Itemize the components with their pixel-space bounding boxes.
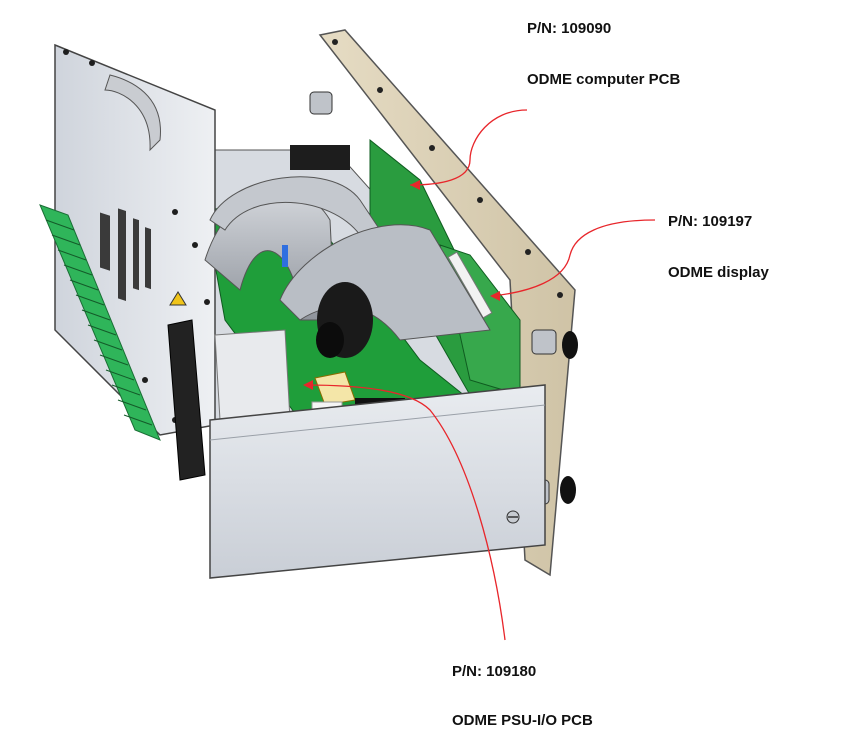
leader-line-computer [409, 109, 528, 186]
front-panel-fold [209, 404, 546, 441]
leader-line-psu [304, 384, 506, 641]
rear-panel [318, 29, 576, 577]
leader-arrowheads [303, 180, 500, 390]
connector-block [167, 319, 206, 481]
arrowhead-display [490, 291, 500, 301]
leader-lines [304, 109, 656, 641]
rear-knob-bottom [560, 476, 576, 504]
rear-knob-top [562, 331, 578, 359]
latch-top [309, 91, 333, 115]
latch-middle [531, 329, 557, 355]
rear-panel-screws [332, 39, 563, 298]
display-name: ODME display [668, 264, 769, 281]
psu-io-pcb-name: ODME PSU-I/O PCB [452, 712, 593, 729]
leader-line-display [491, 219, 656, 297]
computer-pcb-name: ODME computer PCB [527, 71, 681, 88]
arrowhead-psu [303, 380, 313, 390]
capacitor-small [316, 322, 344, 358]
psu-io-pcb-part-number: P/N: 109180 [452, 663, 537, 680]
arrowhead-computer [410, 180, 420, 190]
left-panel-markings [100, 208, 151, 301]
display-part-number: P/N: 109197 [668, 213, 753, 230]
display-connector [447, 251, 493, 319]
warning-label-icon [169, 291, 187, 306]
blue-component [282, 245, 288, 267]
transformer-box [214, 329, 291, 421]
front-side-panel [209, 384, 546, 579]
computer-pcb-part-number: P/N: 109090 [527, 20, 612, 37]
terminal-block-strip [39, 204, 161, 441]
connector-top [290, 145, 350, 170]
ribbon-cable-loop [104, 74, 161, 152]
